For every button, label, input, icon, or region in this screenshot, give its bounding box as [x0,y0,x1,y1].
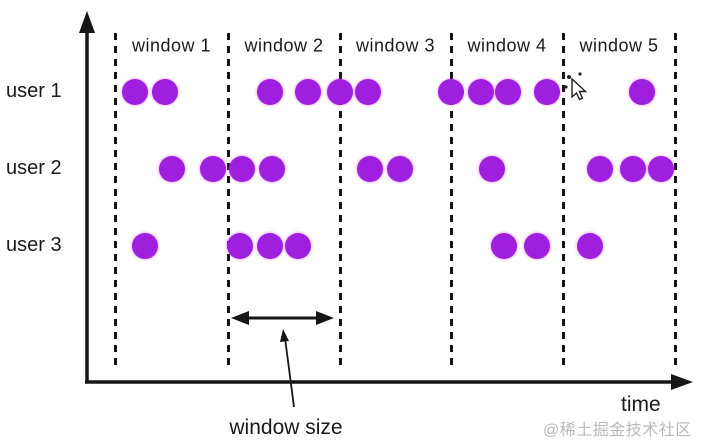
event-dot [479,156,505,182]
window-size-callout-arrow [280,329,295,408]
event-dot [524,233,550,259]
window-label-3: window 3 [355,35,436,56]
mouse-cursor-icon [564,72,588,101]
window-boundary-line-2 [226,33,230,366]
user-label-3: user 3 [6,234,62,257]
event-dot [491,233,517,259]
time-axis-arrowhead-icon [671,374,693,390]
event-dot [468,79,494,105]
event-dot [229,156,255,182]
window-label-5: window 5 [579,35,659,56]
event-dot [132,233,158,259]
window-label-2: window 2 [244,35,324,56]
event-dot [327,79,353,105]
event-dot [620,156,646,182]
event-dot [355,79,381,105]
window-boundary-line-1 [113,33,117,366]
window-boundary-line-5 [561,33,565,366]
time-axis [85,374,693,390]
user-label-1: user 1 [6,80,62,103]
window-size-label: window size [229,416,343,439]
event-dot [159,156,185,182]
event-dot [200,156,226,182]
event-dot [152,79,178,105]
window-size-arrow [231,311,334,325]
event-dot [259,156,285,182]
y-axis-arrowhead-icon [79,11,95,33]
watermark-text: @稀土掘金技术社区 [543,422,692,439]
window-boundary-line-3 [338,33,342,366]
y-axis [79,11,95,382]
time-axis-label: time [621,393,661,416]
event-dot [257,79,283,105]
event-dot [587,156,613,182]
event-dot [285,233,311,259]
window-boundary-line-4 [449,33,453,366]
event-dot [534,79,560,105]
event-dot [629,79,655,105]
event-dot [438,79,464,105]
window-boundary-line-6 [673,33,677,366]
event-dot [387,156,413,182]
event-dot [122,79,148,105]
event-dot [648,156,674,182]
window-label-4: window 4 [467,35,547,56]
event-dot [495,79,521,105]
window-label-1: window 1 [131,35,212,56]
event-dot [227,233,253,259]
event-dot [357,156,383,182]
event-dot [295,79,321,105]
user-label-2: user 2 [6,157,62,180]
event-dot [257,233,283,259]
event-dot [577,233,603,259]
